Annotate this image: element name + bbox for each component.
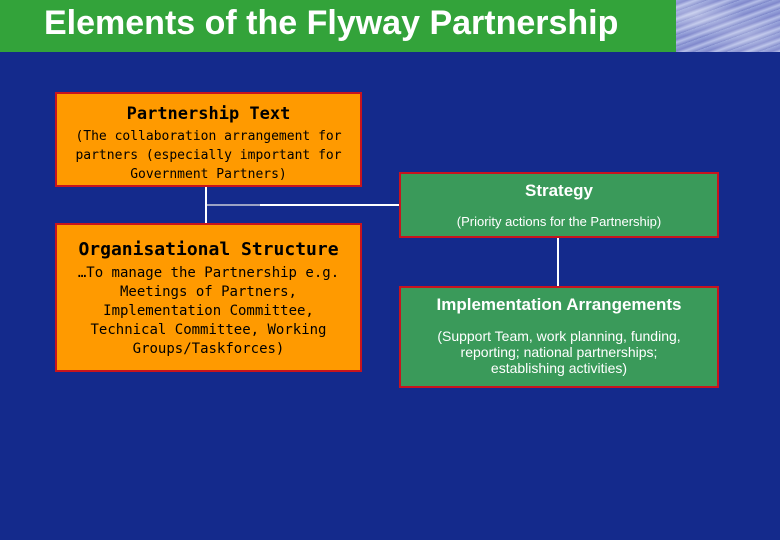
strategy-heading: Strategy <box>524 181 594 200</box>
connector-horizontal-gray <box>207 204 260 206</box>
organisational-structure-line: Groups/Taskforces) <box>132 341 285 357</box>
water-photo <box>676 0 780 52</box>
organisational-structure-line: Meetings of Partners, <box>119 284 297 300</box>
organisational-structure-line: Technical Committee, Working <box>90 322 327 338</box>
partnership-text-line: partners (especially important for <box>75 148 342 163</box>
implementation-line: reporting; national partnerships; <box>460 344 658 360</box>
partnership-text-heading: Partnership Text <box>126 104 291 124</box>
organisational-structure-box: Organisational Structure …To manage the … <box>55 223 362 372</box>
organisational-structure-line: Implementation Committee, <box>103 303 314 319</box>
implementation-line: establishing activities) <box>490 360 628 376</box>
organisational-structure-line: …To manage the Partnership e.g. <box>77 265 340 281</box>
organisational-structure-heading: Organisational Structure <box>78 239 339 260</box>
organisational-structure-body: …To manage the Partnership e.g. Meetings… <box>57 264 360 359</box>
connector-horizontal <box>260 204 400 206</box>
partnership-text-box: Partnership Text (The collaboration arra… <box>55 92 362 187</box>
strategy-subtitle: (Priority actions for the Partnership) <box>456 214 662 229</box>
implementation-line: (Support Team, work planning, funding, <box>437 328 681 344</box>
implementation-heading: Implementation Arrangements <box>436 295 682 314</box>
implementation-arrangements-box: Implementation Arrangements (Support Tea… <box>399 286 719 388</box>
connector-left-vertical <box>205 187 207 223</box>
implementation-body: (Support Team, work planning, funding, r… <box>401 328 717 376</box>
partnership-text-line: (The collaboration arrangement for <box>75 129 342 144</box>
partnership-text-line: Government Partners) <box>130 167 287 182</box>
title-bar: Elements of the Flyway Partnership <box>0 0 676 52</box>
partnership-text-body: (The collaboration arrangement for partn… <box>57 127 360 184</box>
connector-right-vertical <box>557 238 559 286</box>
slide-title: Elements of the Flyway Partnership <box>44 4 619 42</box>
strategy-box: Strategy (Priority actions for the Partn… <box>399 172 719 238</box>
